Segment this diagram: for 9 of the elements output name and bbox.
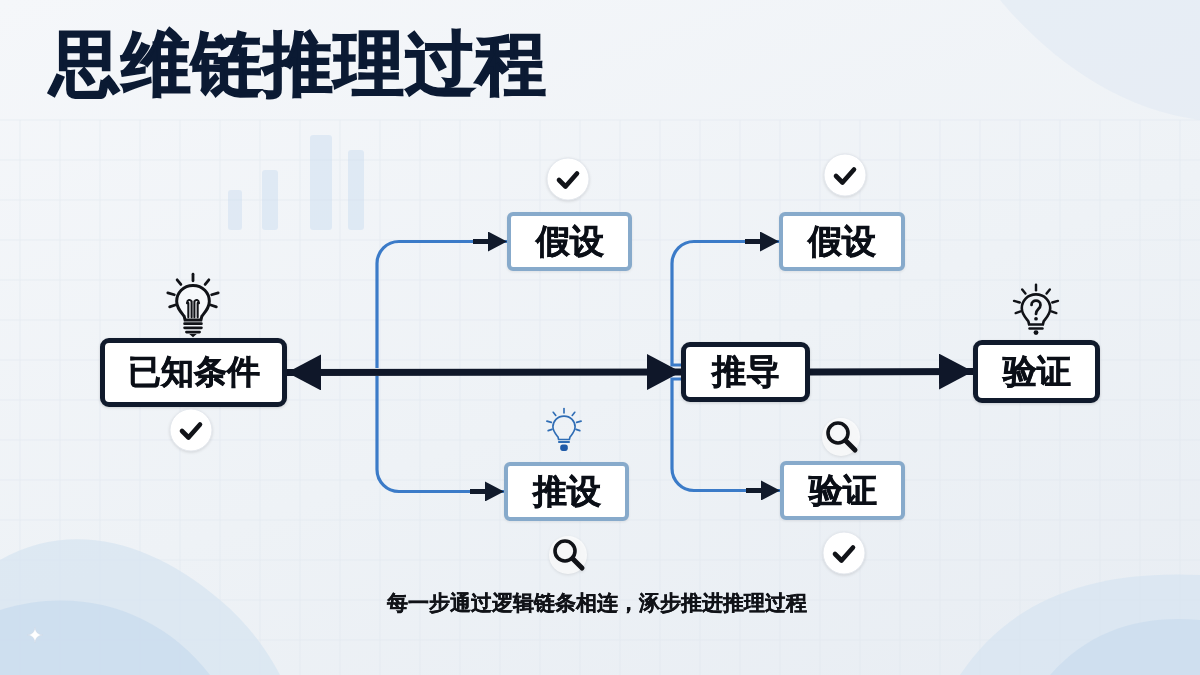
node-label: 假设 [535,222,604,261]
node-label: 验证 [1002,352,1071,391]
node-label: 推导 [711,353,780,391]
node-label: 推设 [532,472,601,511]
node-label: 验证 [808,471,877,510]
node-label: 假设 [808,222,876,261]
caption: 每一步通过逻辑链条相连，涿步推进推理过程 [387,590,807,617]
node-label: 已知条件 [127,354,260,391]
title: 思维链推理过程 [50,24,547,105]
